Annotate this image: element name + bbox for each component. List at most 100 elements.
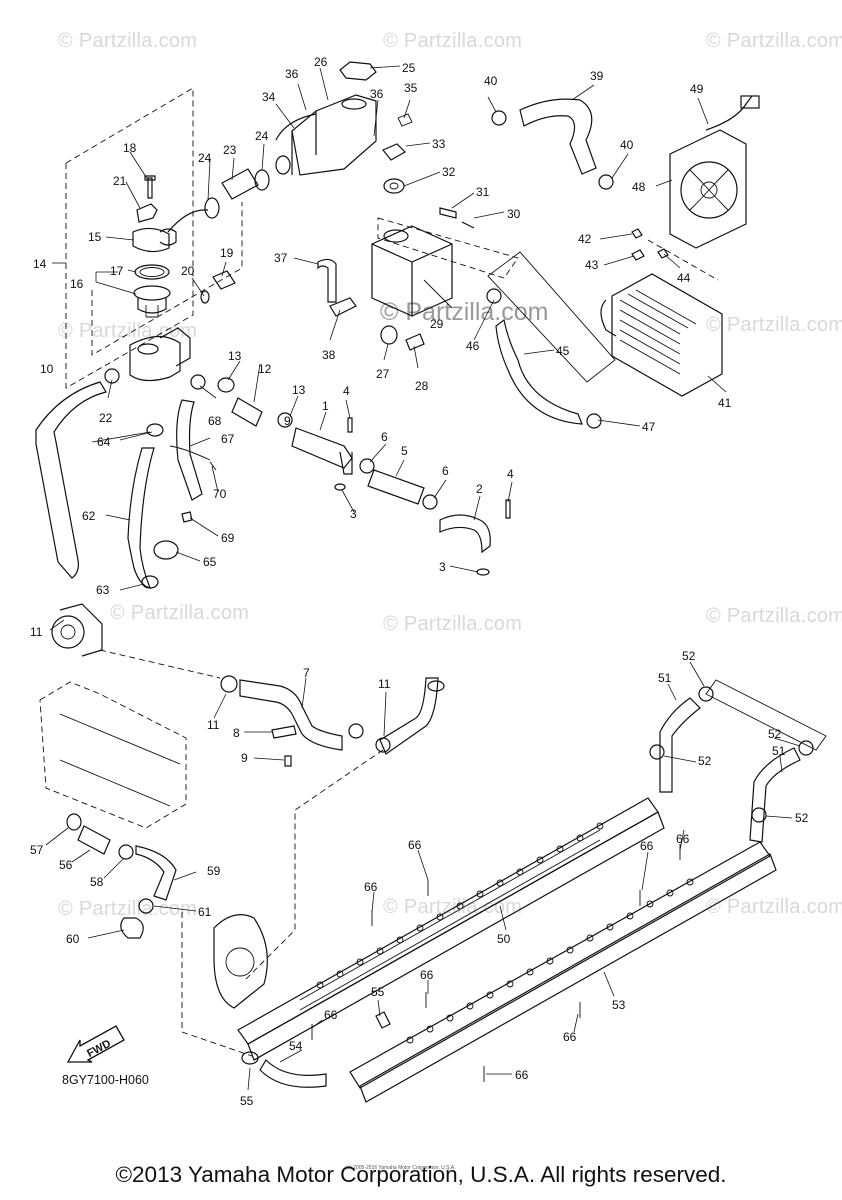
callout-11: 11 xyxy=(30,625,43,639)
callout-36: 36 xyxy=(370,87,384,101)
callout-43: 43 xyxy=(585,258,599,272)
callout-65: 65 xyxy=(203,555,217,569)
callout-66: 66 xyxy=(324,1008,338,1022)
callout-52: 52 xyxy=(795,811,809,825)
callout-27: 27 xyxy=(376,367,390,381)
callout-39: 39 xyxy=(590,69,604,83)
coolant-hoses-group xyxy=(35,368,511,589)
watermark: © Partzilla.com xyxy=(383,896,523,918)
callout-58: 58 xyxy=(90,875,104,889)
callout-12: 12 xyxy=(258,362,272,376)
footer-copyright: ©2013 Yamaha Motor Corporation, U.S.A. A… xyxy=(115,1162,727,1187)
callout-1: 1 xyxy=(322,399,329,413)
callout-22: 22 xyxy=(99,411,113,425)
callout-17: 17 xyxy=(110,264,124,278)
callout-35: 35 xyxy=(404,81,418,95)
heat-exchanger-group xyxy=(237,679,827,1103)
callout-21: 21 xyxy=(113,174,127,188)
callout-53: 53 xyxy=(612,998,626,1012)
callout-3: 3 xyxy=(350,507,357,521)
callout-30: 30 xyxy=(507,207,521,221)
callout-34: 34 xyxy=(262,90,276,104)
callout-54: 54 xyxy=(289,1039,303,1053)
callout-60: 60 xyxy=(66,932,80,946)
callout-66: 66 xyxy=(640,839,654,853)
callout-62: 62 xyxy=(82,509,96,523)
callout-11: 11 xyxy=(378,677,391,691)
watermark: © Partzilla.com xyxy=(706,896,842,918)
callout-66: 66 xyxy=(364,880,378,894)
callout-66: 66 xyxy=(420,968,434,982)
callout-20: 20 xyxy=(181,264,195,278)
callout-31: 31 xyxy=(476,185,490,199)
callout-5: 5 xyxy=(401,444,408,458)
callout-47: 47 xyxy=(642,420,656,434)
callout-57: 57 xyxy=(30,843,44,857)
callout-8: 8 xyxy=(233,726,240,740)
callout-50: 50 xyxy=(497,932,511,946)
callout-33: 33 xyxy=(432,137,446,151)
fwd-arrow-icon: FWD xyxy=(66,1022,126,1071)
reservoir-group xyxy=(167,61,519,351)
watermark: © Partzilla.com xyxy=(110,602,250,624)
radiator-group xyxy=(486,95,760,429)
callout-24: 24 xyxy=(255,129,269,143)
callout-66: 66 xyxy=(515,1068,529,1082)
callout-labels: 1 2 3 3 4 4 5 6 6 7 8 9 9 10 11 11 11 12… xyxy=(30,55,809,1108)
callout-44: 44 xyxy=(677,271,691,285)
watermark: © Partzilla.com xyxy=(706,314,842,336)
callout-56: 56 xyxy=(59,858,73,872)
callout-66: 66 xyxy=(676,832,690,846)
callout-52: 52 xyxy=(682,649,696,663)
callout-55: 55 xyxy=(240,1094,254,1108)
callout-6: 6 xyxy=(442,464,449,478)
callout-40: 40 xyxy=(620,138,634,152)
callout-66: 66 xyxy=(408,838,422,852)
callout-37: 37 xyxy=(274,251,288,265)
callout-15: 15 xyxy=(88,230,102,244)
leader-lines xyxy=(45,65,801,1091)
callout-64: 64 xyxy=(97,435,111,449)
small-copyright: (c) 2005-2016 Yamaha Motor Corporation, … xyxy=(346,1165,456,1171)
callout-68: 68 xyxy=(208,414,222,428)
callout-26: 26 xyxy=(314,55,328,69)
callout-59: 59 xyxy=(207,864,221,878)
callout-52: 52 xyxy=(768,727,782,741)
callout-52: 52 xyxy=(698,754,712,768)
callout-46: 46 xyxy=(466,339,480,353)
callout-25: 25 xyxy=(402,61,416,75)
callout-29: 29 xyxy=(430,317,444,331)
callout-9: 9 xyxy=(241,751,248,765)
callout-63: 63 xyxy=(96,583,110,597)
callout-42: 42 xyxy=(578,232,592,246)
callout-61: 61 xyxy=(198,905,212,919)
watermark-center: © Partzilla.com xyxy=(380,298,549,326)
water-pump-group xyxy=(39,603,445,1057)
callout-7: 7 xyxy=(303,666,310,680)
watermark: © Partzilla.com xyxy=(383,30,523,52)
callout-13: 13 xyxy=(228,349,242,363)
callout-3: 3 xyxy=(439,560,446,574)
diagram-code: 8GY7100-H060 xyxy=(62,1073,149,1087)
callout-38: 38 xyxy=(322,348,336,362)
callout-2: 2 xyxy=(476,482,483,496)
callout-23: 23 xyxy=(223,143,237,157)
callout-40: 40 xyxy=(484,74,498,88)
callout-41: 41 xyxy=(718,396,732,410)
watermark: © Partzilla.com xyxy=(58,898,198,920)
callout-49: 49 xyxy=(690,82,704,96)
callout-16: 16 xyxy=(70,277,84,291)
callout-69: 69 xyxy=(221,531,235,545)
watermark: © Partzilla.com xyxy=(383,613,523,635)
callout-4: 4 xyxy=(343,384,350,398)
callout-45: 45 xyxy=(556,344,570,358)
callout-18: 18 xyxy=(123,141,137,155)
watermark: © Partzilla.com xyxy=(58,30,198,52)
callout-28: 28 xyxy=(415,379,429,393)
watermark: © Partzilla.com xyxy=(706,30,842,52)
callout-51: 51 xyxy=(772,744,786,758)
callout-51: 51 xyxy=(658,671,672,685)
callout-4: 4 xyxy=(507,467,514,481)
callout-24: 24 xyxy=(198,151,212,165)
